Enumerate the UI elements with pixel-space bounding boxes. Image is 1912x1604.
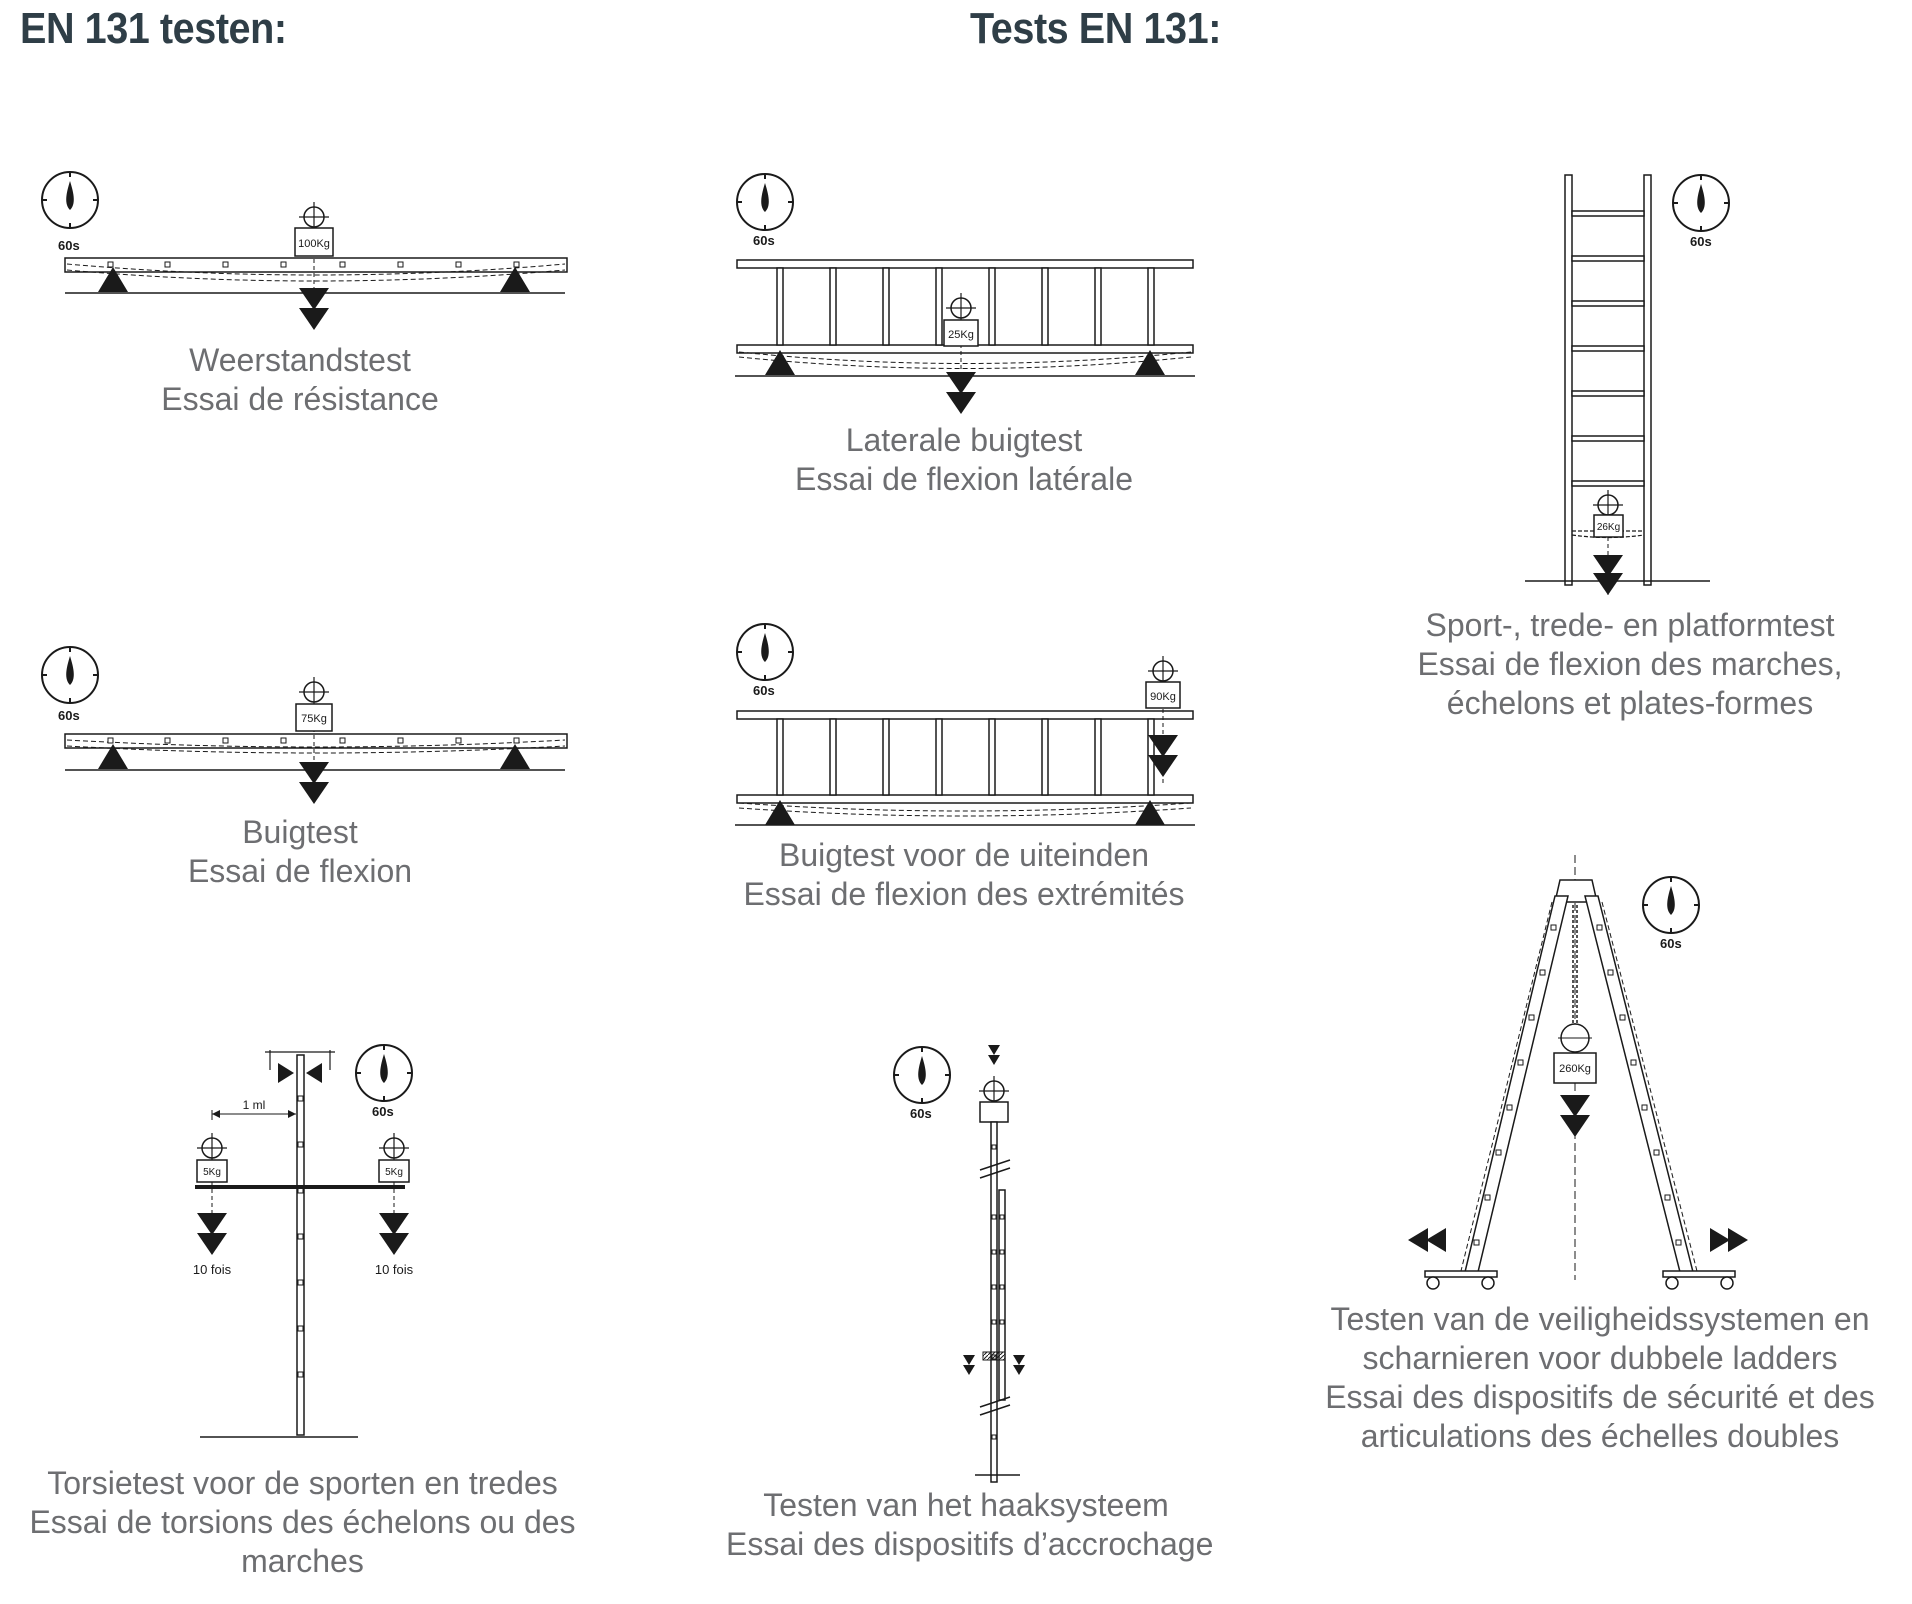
weight-label: 26Kg — [1597, 522, 1620, 533]
distance-label: 1 ml — [243, 1098, 266, 1112]
timer-label: 60s — [753, 233, 775, 248]
down-arrow-icon — [299, 762, 329, 804]
stopwatch-icon — [355, 1044, 413, 1102]
caption-line: Essai de torsions des échelons ou des — [29, 1504, 576, 1540]
weight-label: 5Kg — [385, 1167, 403, 1178]
timer-label: 60s — [58, 708, 80, 723]
stopwatch-icon — [736, 173, 794, 231]
caption-resistance: Weerstandstest Essai de résistance — [60, 341, 540, 419]
caption-line: Sport-, trede- en platformtest — [1425, 607, 1835, 643]
weight-label: 5Kg — [203, 1167, 221, 1178]
down-arrow-icon — [1560, 1095, 1590, 1137]
down-arrow-icon — [1593, 555, 1623, 595]
left-arrow-icon — [1408, 1228, 1446, 1252]
caption-line: Essai de flexion latérale — [795, 461, 1133, 497]
right-arrow-icon — [1710, 1228, 1748, 1252]
weight-block-icon — [378, 1159, 410, 1183]
timer-label: 60s — [58, 238, 80, 253]
caption-line: Essai de flexion — [187, 853, 413, 889]
heading-nl: EN 131 testen: — [20, 4, 287, 53]
caption-line: Essai de flexion des marches, — [1417, 646, 1843, 682]
timer-label: 60s — [1690, 234, 1712, 249]
down-arrow-icon — [946, 372, 976, 414]
weight-label: 75Kg — [301, 713, 327, 725]
stopwatch-icon — [41, 171, 99, 229]
rung-test-diagram: 26Kg 60s — [1525, 174, 1730, 595]
stopwatch-icon — [1672, 174, 1730, 232]
bending-test-diagram: 60s 75Kg — [41, 646, 568, 804]
caption-line: Torsietest voor de sporten en tredes — [47, 1465, 558, 1501]
end-bending-test-diagram: 60s 90Kg — [735, 623, 1195, 826]
caption-hook: Testen van het haaksysteem Essai des dis… — [726, 1486, 1214, 1564]
caption-line: Essai de résistance — [161, 381, 439, 417]
resistance-test-diagram: 60s 100Kg — [41, 171, 568, 330]
weight-label: 100Kg — [298, 238, 330, 250]
weight-block-icon — [1593, 514, 1624, 538]
weight-block-icon — [196, 1159, 228, 1183]
weight-block-icon — [943, 319, 979, 347]
caption-line: échelons et plates-formes — [1446, 685, 1814, 721]
caption-line: articulations des échelles doubles — [1360, 1418, 1840, 1454]
stopwatch-icon — [1642, 876, 1700, 934]
timer-label: 60s — [910, 1106, 932, 1121]
down-arrow-icon — [299, 288, 329, 330]
caption-line: scharnieren voor dubbele ladders — [1362, 1340, 1838, 1376]
torsion-test-diagram: 1 ml 5Kg 10 fois 5Kg 10 fois 60s — [193, 1044, 414, 1438]
stopwatch-icon — [893, 1046, 951, 1104]
caption-bending: Buigtest Essai de flexion — [60, 813, 540, 891]
timer-label: 60s — [372, 1104, 394, 1119]
caption-line: Essai de flexion des extrémités — [743, 876, 1185, 912]
caption-lateral: Laterale buigtest Essai de flexion latér… — [724, 421, 1204, 499]
lateral-bending-test-diagram: 60s 25Kg — [735, 173, 1195, 414]
caption-line: Buigtest — [242, 814, 358, 850]
timer-label: 60s — [753, 683, 775, 698]
hook-test-diagram: 60s — [893, 1045, 1025, 1483]
caption-line: Laterale buigtest — [845, 422, 1083, 458]
weight-label: 25Kg — [948, 329, 974, 341]
heading-fr: Tests EN 131: — [970, 4, 1221, 53]
weight-block-icon — [295, 703, 333, 732]
caption-ends: Buigtest voor de uiteinden Essai de flex… — [724, 836, 1204, 914]
caption-rung: Sport-, trede- en platformtest Essai de … — [1390, 606, 1870, 723]
caption-line: Testen van het haaksysteem — [763, 1487, 1169, 1523]
caption-line: Essai des dispositifs de sécurité et des — [1325, 1379, 1875, 1415]
caption-torsion: Torsietest voor de sporten en tredes Ess… — [0, 1464, 605, 1581]
weight-label: 260Kg — [1559, 1063, 1591, 1075]
weight-block-icon — [1145, 681, 1181, 709]
caption-line: Essai des dispositifs d’accrochage — [726, 1526, 1214, 1562]
repeat-label: 10 fois — [375, 1262, 414, 1277]
down-arrow-icon — [379, 1213, 409, 1255]
caption-line: marches — [241, 1543, 364, 1579]
caption-line: Buigtest voor de uiteinden — [778, 837, 1150, 873]
weight-block-icon — [1553, 1052, 1597, 1084]
weight-label: 90Kg — [1150, 691, 1176, 703]
weight-block-icon — [294, 227, 334, 257]
caption-line: Testen van de veiligheidssystemen en — [1330, 1301, 1870, 1337]
stopwatch-icon — [736, 623, 794, 681]
repeat-label: 10 fois — [193, 1262, 232, 1277]
caption-safety: Testen van de veiligheidssystemen en sch… — [1290, 1300, 1910, 1456]
down-arrow-icon — [197, 1213, 227, 1255]
timer-label: 60s — [1660, 936, 1682, 951]
safety-test-diagram: 260Kg 60s — [1408, 855, 1748, 1290]
stopwatch-icon — [41, 646, 99, 704]
caption-line: Weerstandstest — [189, 342, 411, 378]
